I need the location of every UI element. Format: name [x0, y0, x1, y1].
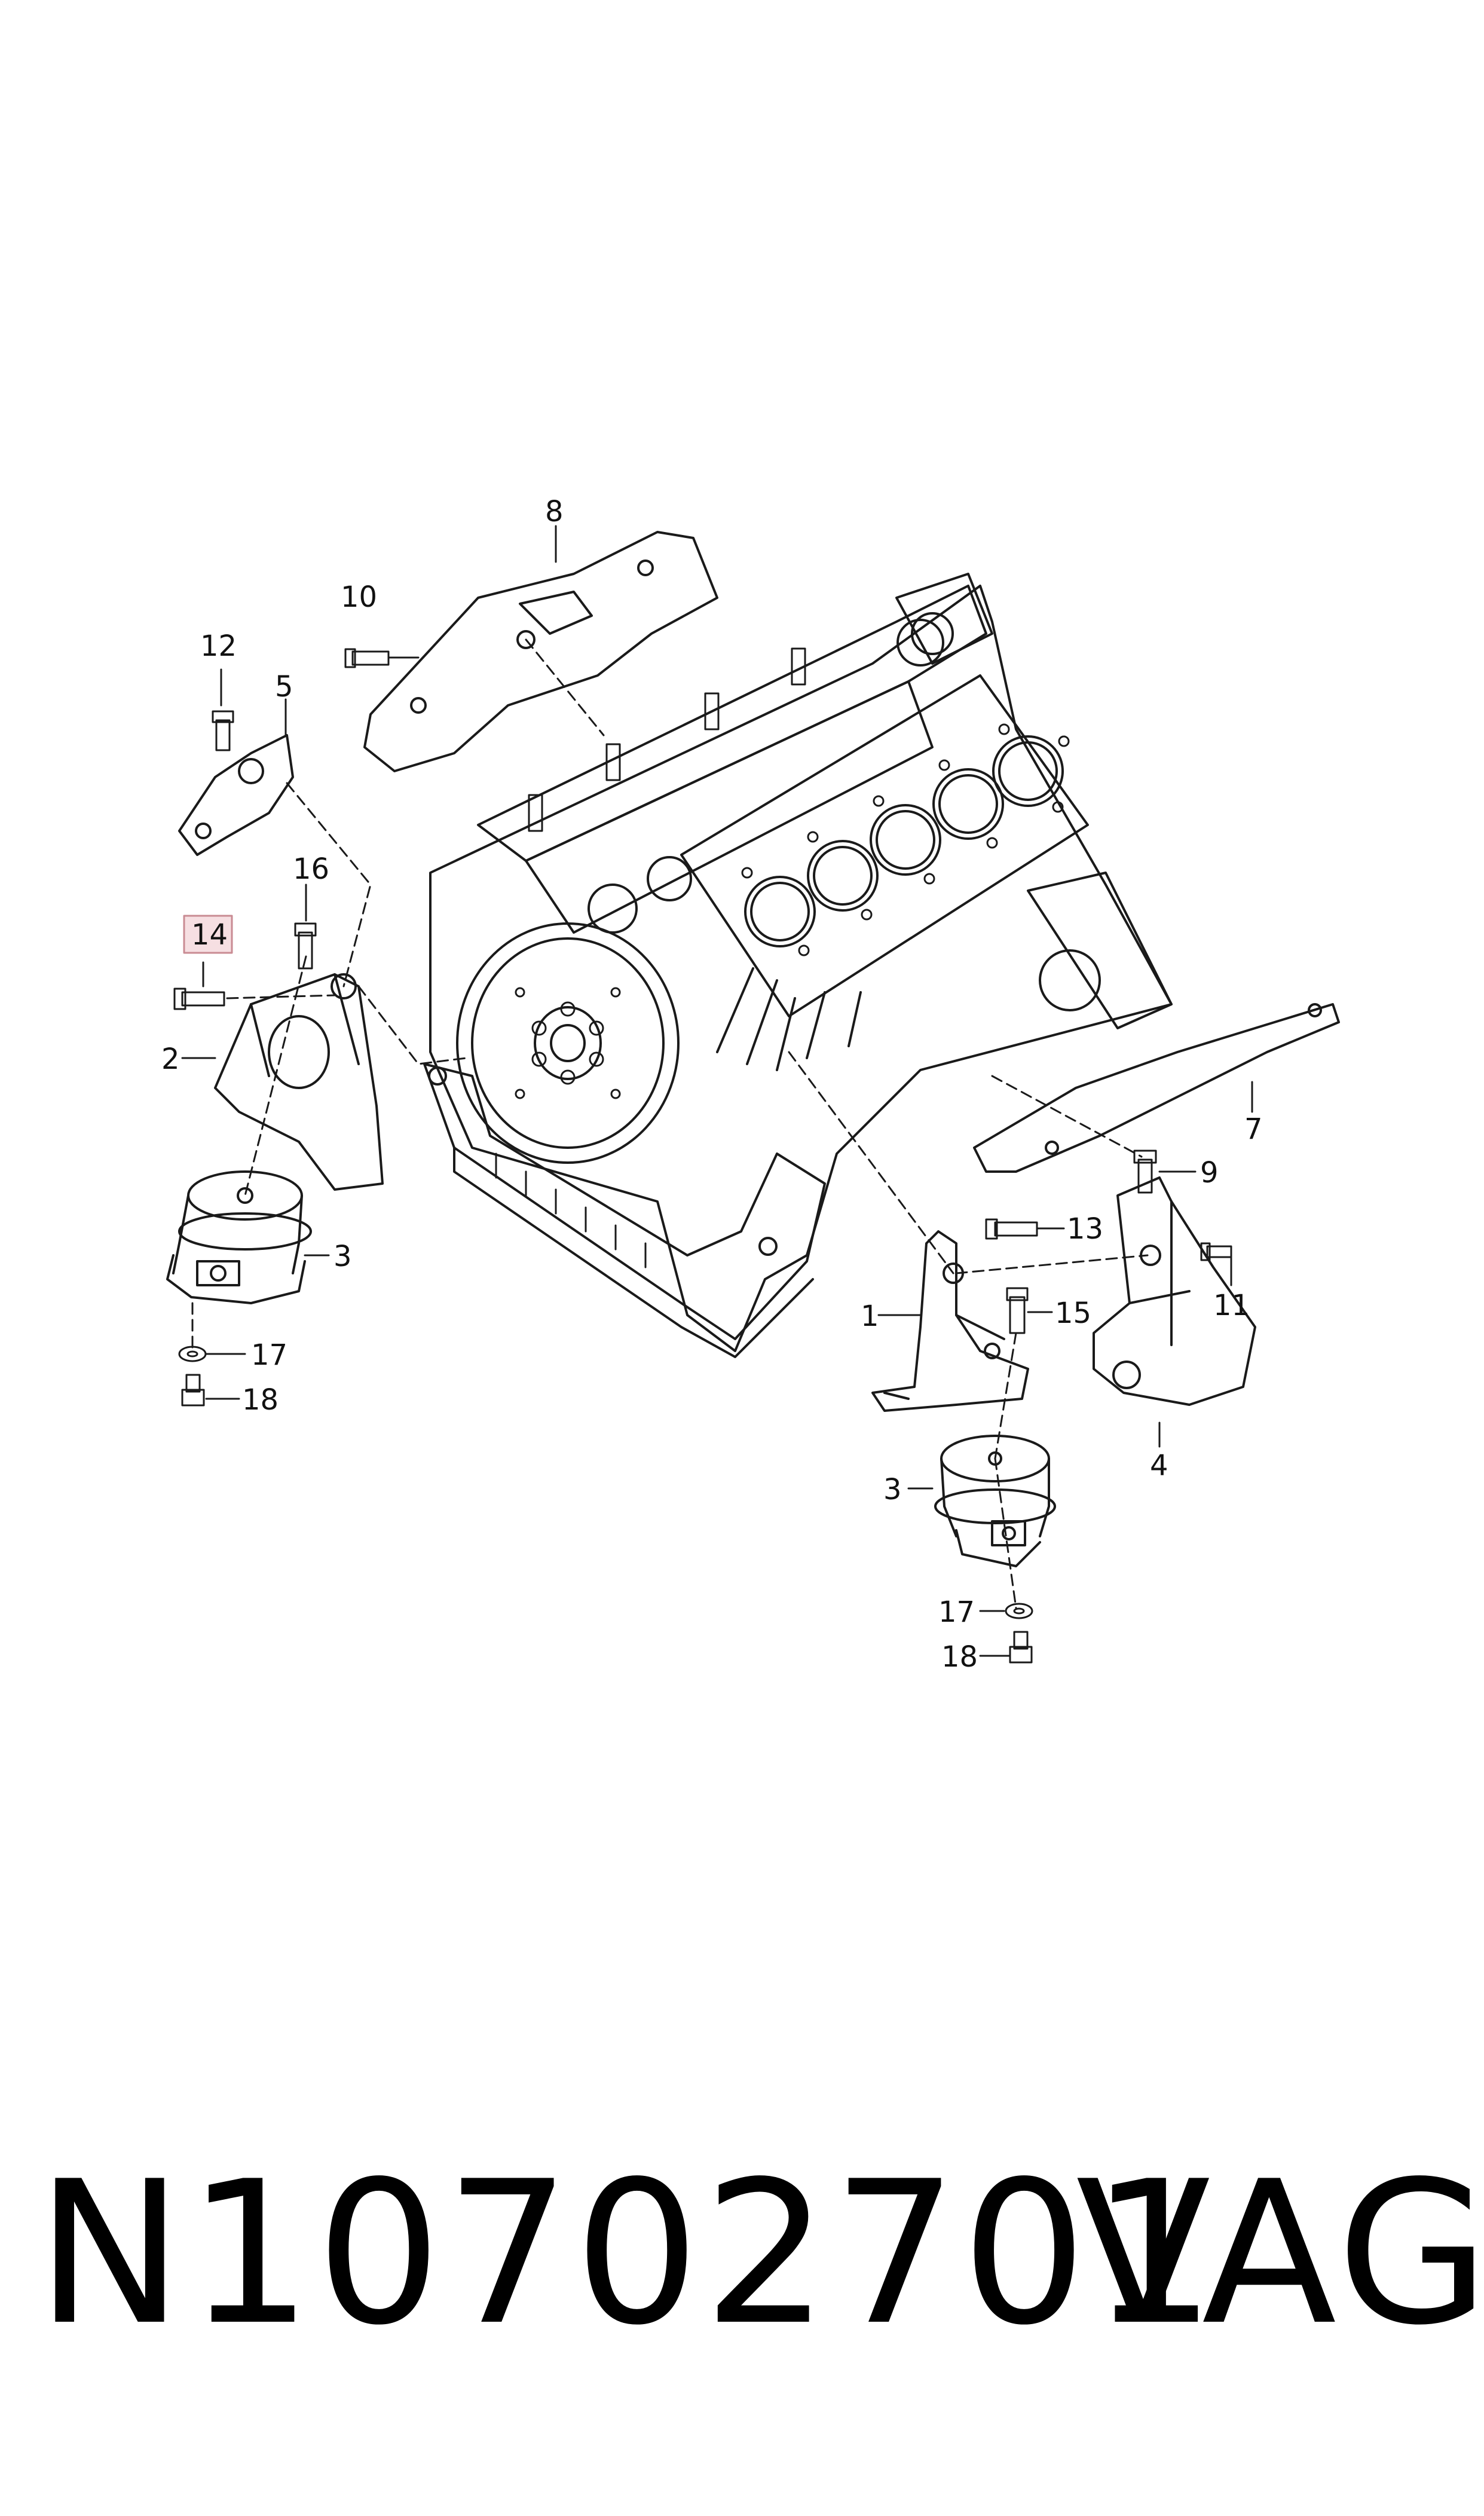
- heat-shield-top: [363, 531, 718, 772]
- part-number: N10702701: [36, 2139, 1220, 2368]
- callout-15[interactable]: 15: [1055, 1297, 1091, 1330]
- bracket-4: [1093, 1176, 1256, 1406]
- callout-3-right[interactable]: 3: [883, 1473, 902, 1506]
- callout-2[interactable]: 2: [161, 1043, 180, 1076]
- callout-9[interactable]: 9: [1200, 1156, 1219, 1190]
- callout-14-highlight: [183, 915, 233, 954]
- callout-3-left[interactable]: 3: [333, 1240, 352, 1273]
- oil-pan: [423, 1063, 826, 1358]
- flywheel: [456, 922, 680, 1164]
- callout-16[interactable]: 16: [293, 852, 329, 886]
- callout-1[interactable]: 1: [861, 1300, 879, 1333]
- callout-10[interactable]: 10: [341, 580, 377, 614]
- brand-name: VAG: [1076, 2139, 1484, 2368]
- assembly-dashed-lines: [191, 638, 1149, 1609]
- bracket-1: [871, 1230, 1029, 1412]
- leader-lines: [181, 525, 1253, 1657]
- engine-block: [429, 573, 1173, 1352]
- callout-5[interactable]: 5: [275, 670, 293, 704]
- callout-14[interactable]: 14: [191, 918, 228, 952]
- callout-17-right[interactable]: 17: [938, 1595, 975, 1629]
- bolts: [173, 648, 1232, 1664]
- bracket-2: [214, 973, 384, 1191]
- callout-18-right[interactable]: 18: [941, 1640, 978, 1674]
- callout-labels: 8 10 12 5 16 14 2 3 17 18 7 9 13 11 1 15…: [161, 495, 1263, 1674]
- callout-11[interactable]: 11: [1213, 1289, 1250, 1322]
- callout-4[interactable]: 4: [1150, 1449, 1168, 1482]
- heat-shield-bottom: [973, 1003, 1340, 1173]
- callout-18-left[interactable]: 18: [242, 1383, 279, 1417]
- bracket-5: [178, 734, 294, 856]
- callout-8[interactable]: 8: [545, 495, 564, 528]
- callout-13[interactable]: 13: [1067, 1212, 1103, 1246]
- callout-7[interactable]: 7: [1244, 1112, 1263, 1146]
- callout-17-left[interactable]: 17: [251, 1338, 287, 1372]
- callout-12[interactable]: 12: [200, 629, 237, 663]
- engine-mount-left: [166, 1170, 312, 1304]
